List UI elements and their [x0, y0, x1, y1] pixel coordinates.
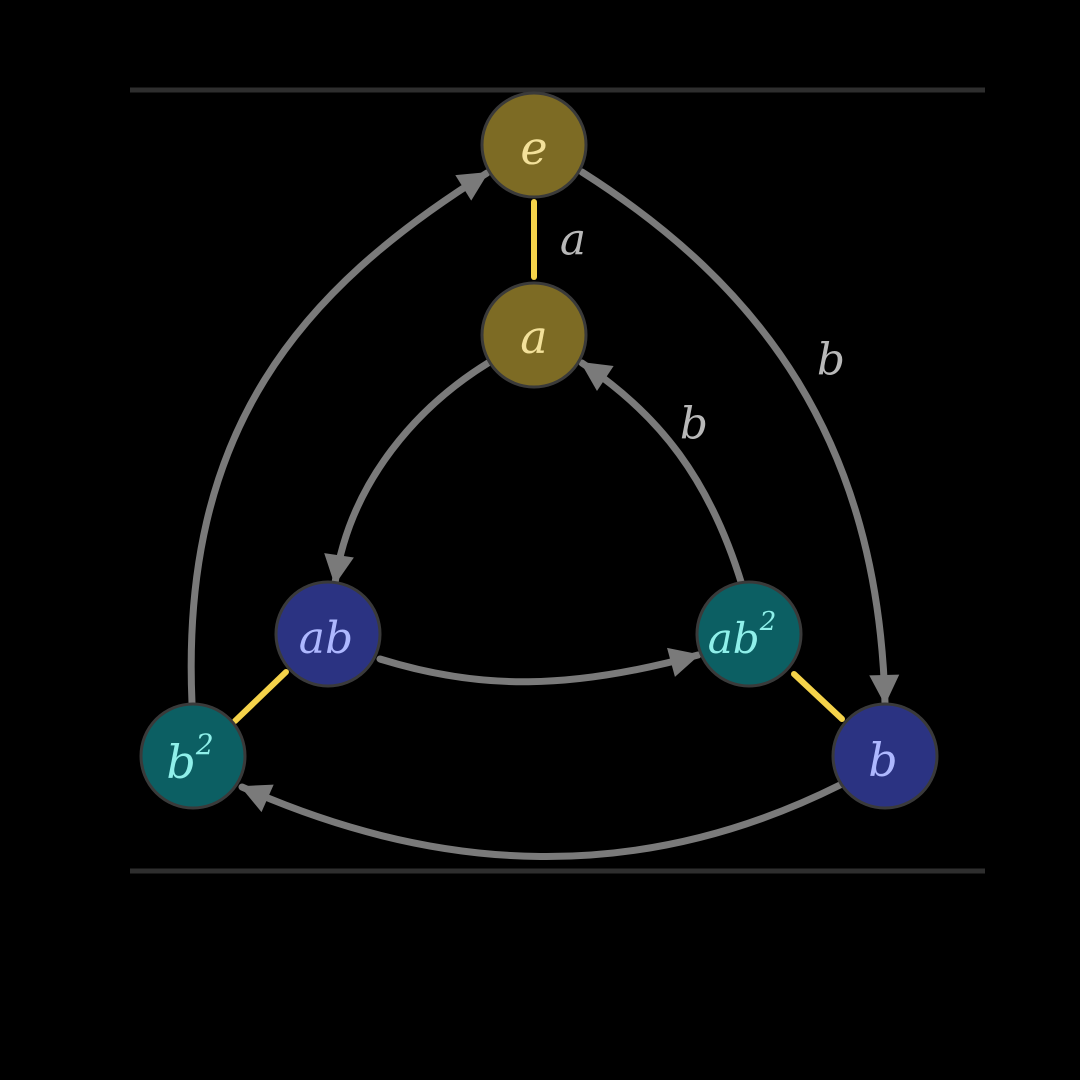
arrow-a-to-ab	[324, 359, 492, 587]
svg-text:b2: b2	[166, 728, 213, 790]
edge-label-e-a: a	[560, 215, 586, 266]
node-ab2-superscript: 2	[759, 607, 777, 637]
arrow-ab-to-ab2	[376, 647, 702, 686]
node-e-label: e	[520, 121, 547, 175]
node-a-label: a	[520, 310, 547, 364]
node-b-label: b	[868, 733, 897, 787]
node-ab: ab	[274, 580, 382, 688]
node-ab2-label: ab	[708, 614, 760, 663]
arrow-ab2-to-a	[578, 359, 746, 589]
node-b2-superscript: 2	[195, 728, 214, 761]
edge-label-ab2-a: b	[680, 399, 708, 450]
edge-ab-b2	[232, 669, 289, 724]
edge-ab2-b	[791, 671, 845, 722]
arrow-b2-to-e	[187, 169, 491, 707]
arrow-e-to-b	[578, 168, 900, 707]
edge-label-e-b: b	[817, 335, 845, 386]
node-b2: b2	[139, 702, 247, 810]
svg-text:ab: ab	[299, 613, 353, 664]
svg-text:a: a	[520, 310, 547, 364]
arrow-b-to-b2	[238, 781, 844, 860]
svg-text:ab2: ab2	[708, 607, 776, 663]
node-b: b	[831, 702, 939, 810]
svg-text:e: e	[520, 121, 547, 175]
node-e: e	[480, 91, 588, 199]
svg-text:b: b	[868, 733, 897, 787]
node-b2-label: b	[166, 735, 195, 789]
node-ab2: ab2	[695, 580, 803, 688]
node-ab-label: ab	[299, 613, 353, 664]
node-a: a	[480, 281, 588, 389]
